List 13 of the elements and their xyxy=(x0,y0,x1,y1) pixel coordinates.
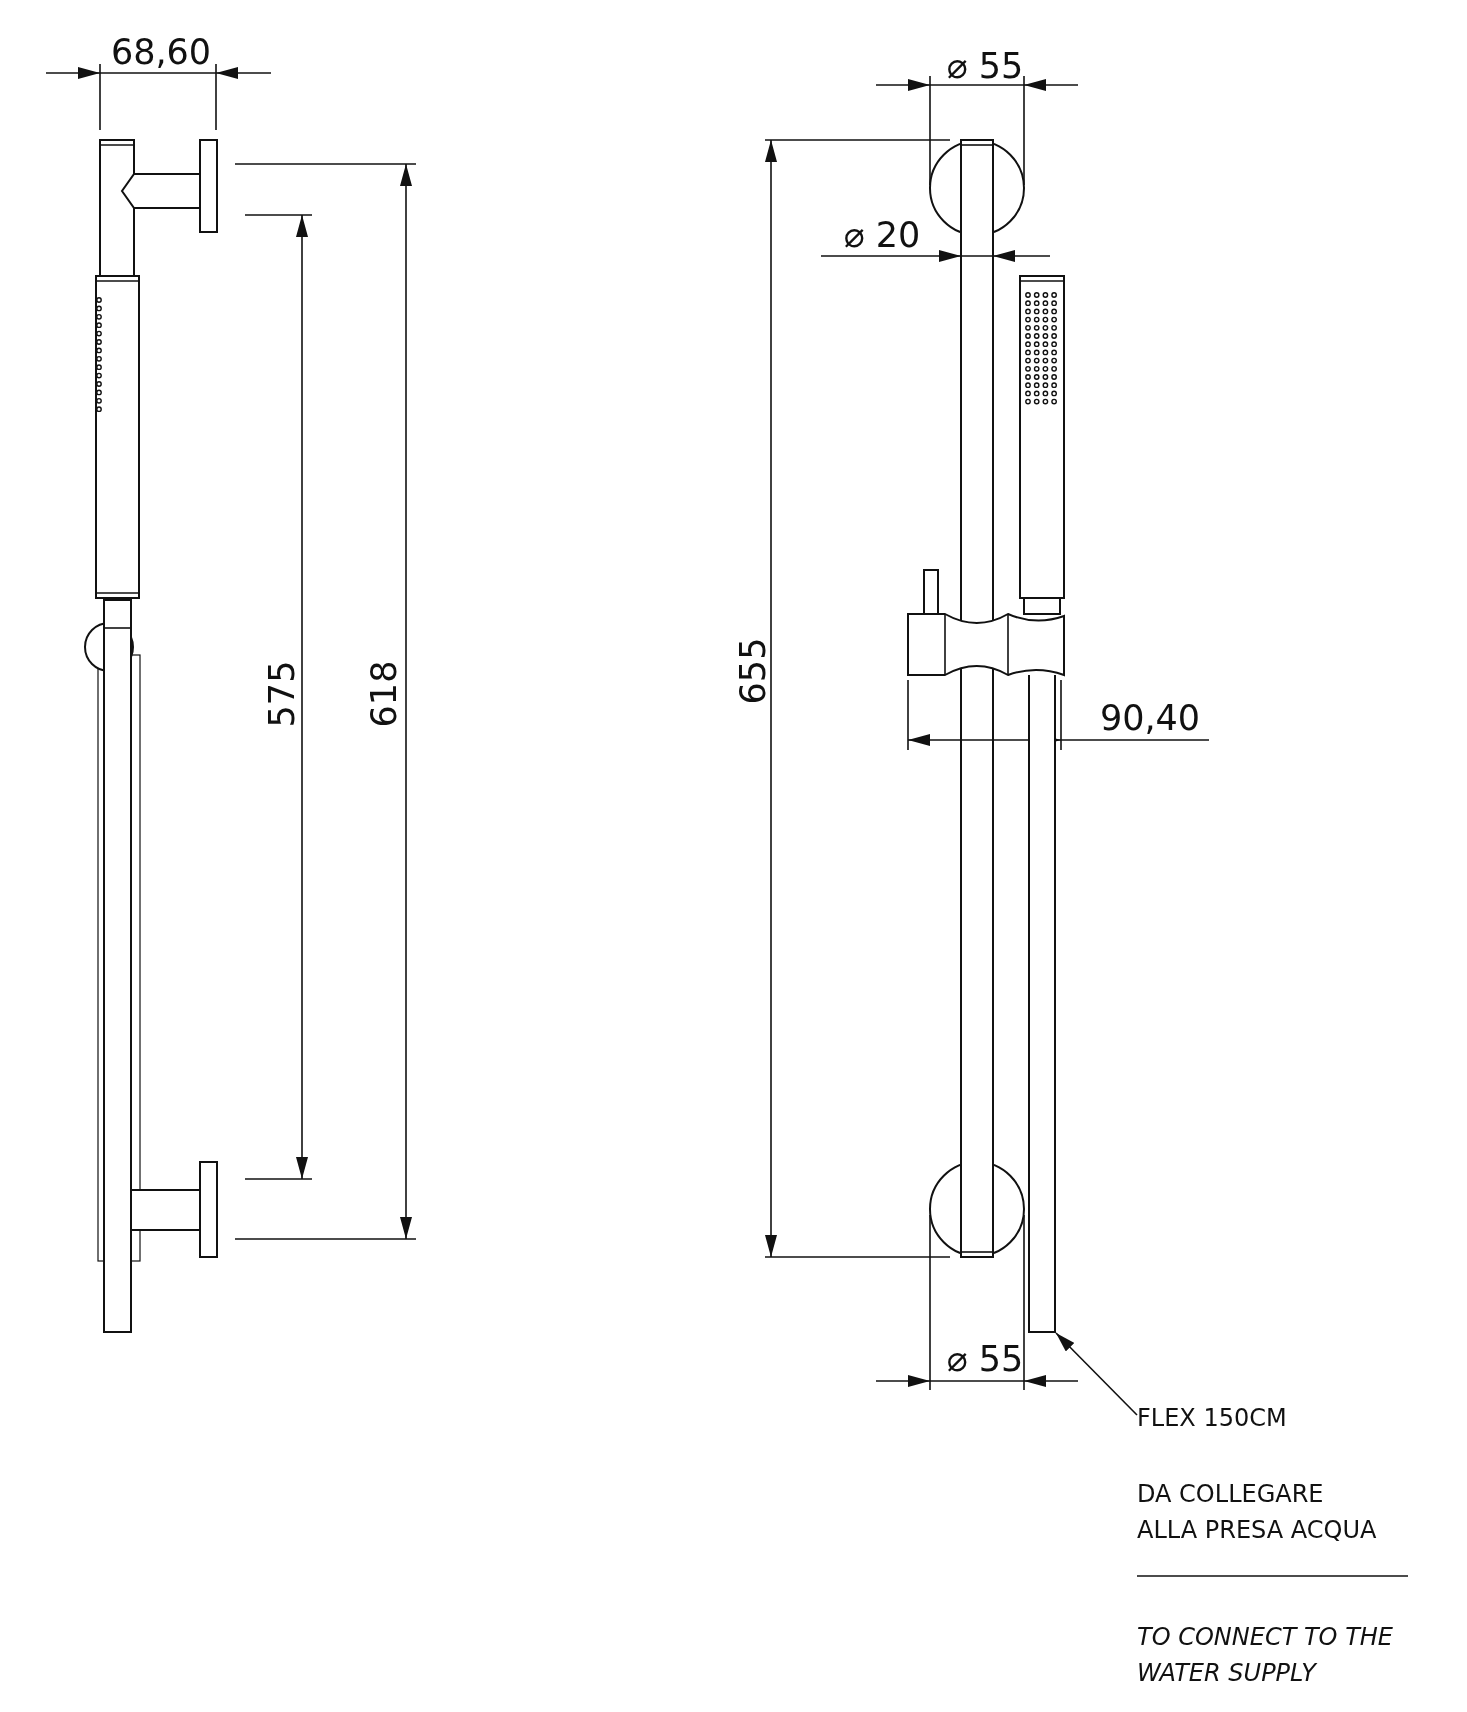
dimension-label: 655 xyxy=(735,637,771,705)
dimension-label: ⌀ 55 xyxy=(946,48,1024,84)
dimension-label: 68,60 xyxy=(110,34,212,70)
leader-line xyxy=(1055,1332,1138,1416)
dimension-label: ⌀ 55 xyxy=(946,1341,1024,1377)
note-text: TO CONNECT TO THE WATER SUPPLY xyxy=(1137,1622,1394,1689)
hose xyxy=(1028,675,1056,1333)
dimension-label: ⌀ 20 xyxy=(843,217,921,253)
dimension-label: 90,40 xyxy=(1099,700,1201,736)
note-text: DA COLLEGARE ALLA PRESA ACQUA xyxy=(1137,1479,1378,1546)
callout-text: FLEX 150CM xyxy=(1137,1404,1287,1432)
dimension-label: 575 xyxy=(264,660,300,728)
dimension-label: 618 xyxy=(366,660,402,728)
